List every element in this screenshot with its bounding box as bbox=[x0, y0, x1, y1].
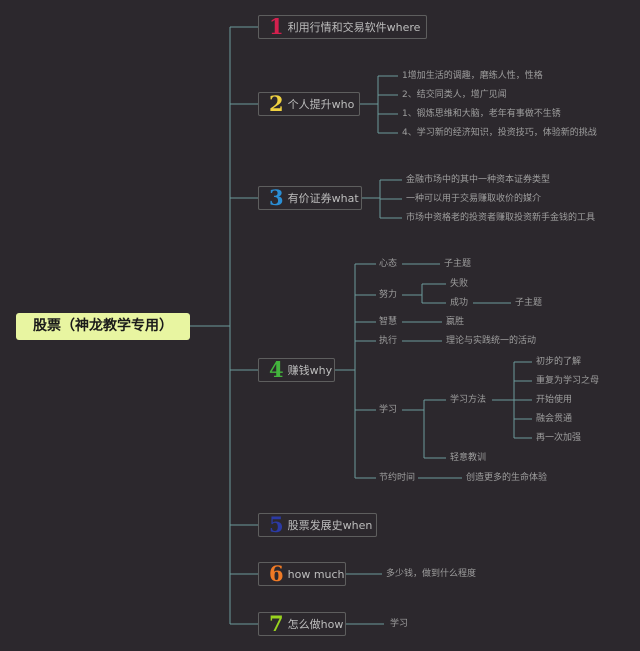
branch-label: 有价证券what bbox=[287, 192, 359, 205]
method-step[interactable]: 初步的了解 bbox=[536, 357, 582, 367]
topic-mind-child[interactable]: 子主题 bbox=[444, 259, 472, 269]
branch-why[interactable]: 4 赚钱why bbox=[258, 358, 335, 382]
branch-label: 利用行情和交易软件where bbox=[287, 21, 421, 34]
branch-number: 6 bbox=[269, 561, 284, 586]
branch-number: 2 bbox=[269, 91, 284, 116]
branch-label: how much bbox=[287, 567, 345, 581]
branch-how[interactable]: 7 怎么做how bbox=[258, 612, 346, 636]
branch-number: 3 bbox=[269, 185, 284, 210]
topic-save-time-child[interactable]: 创造更多的生命体验 bbox=[466, 473, 548, 483]
method-step[interactable]: 融会贯通 bbox=[536, 414, 573, 424]
branch-where[interactable]: 1 利用行情和交易软件where bbox=[258, 15, 427, 39]
topic-effort-success[interactable]: 成功 bbox=[450, 298, 469, 308]
topic-action-child[interactable]: 理论与实践统一的活动 bbox=[446, 336, 537, 346]
leaf-item[interactable]: 一种可以用于交易赚取收价的媒介 bbox=[406, 194, 542, 204]
leaf-item[interactable]: 4、学习新的经济知识，投资技巧，体验新的挑战 bbox=[402, 128, 597, 138]
topic-effort[interactable]: 努力 bbox=[379, 290, 398, 300]
topic-save-time[interactable]: 节约时间 bbox=[379, 473, 416, 483]
method-step[interactable]: 再一次加强 bbox=[536, 433, 582, 443]
topic-action[interactable]: 执行 bbox=[379, 336, 398, 346]
topic-mind[interactable]: 心态 bbox=[379, 259, 398, 269]
method-step[interactable]: 重复为学习之母 bbox=[536, 376, 600, 386]
branch-number: 7 bbox=[269, 611, 284, 636]
topic-wisdom[interactable]: 智慧 bbox=[379, 317, 398, 327]
branch-label: 股票发展史when bbox=[287, 519, 373, 532]
leaf-item[interactable]: 学习 bbox=[390, 619, 409, 629]
leaf-item[interactable]: 2、结交同类人，增广见闻 bbox=[402, 90, 507, 100]
branch-label: 怎么做how bbox=[287, 618, 344, 631]
leaf-item[interactable]: 1增加生活的调趣，磨练人性，性格 bbox=[402, 71, 543, 81]
branch-label: 赚钱why bbox=[287, 364, 333, 377]
branch-number: 1 bbox=[269, 14, 284, 39]
topic-study[interactable]: 学习 bbox=[379, 405, 398, 415]
root-node[interactable]: 股票（神龙教学专用） bbox=[16, 313, 190, 340]
topic-study-lesson[interactable]: 轻意教训 bbox=[450, 453, 487, 463]
method-step[interactable]: 开始使用 bbox=[536, 395, 573, 405]
branch-what[interactable]: 3 有价证券what bbox=[258, 186, 362, 210]
topic-effort-success-child[interactable]: 子主题 bbox=[515, 298, 543, 308]
topic-study-method[interactable]: 学习方法 bbox=[450, 395, 487, 405]
leaf-item[interactable]: 多少钱，做到什么程度 bbox=[386, 569, 477, 579]
branch-when[interactable]: 5 股票发展史when bbox=[258, 513, 377, 537]
leaf-item[interactable]: 金融市场中的其中一种资本证券类型 bbox=[406, 175, 551, 185]
branch-number: 5 bbox=[269, 512, 284, 537]
branch-who[interactable]: 2 个人提升who bbox=[258, 92, 360, 116]
branch-number: 4 bbox=[269, 357, 284, 382]
topic-effort-fail[interactable]: 失败 bbox=[450, 279, 469, 289]
topic-wisdom-child[interactable]: 嬴胜 bbox=[446, 317, 465, 327]
branch-how-much[interactable]: 6 how much bbox=[258, 562, 346, 586]
leaf-item[interactable]: 市场中资格老的投资者赚取投资新手金钱的工具 bbox=[406, 213, 596, 223]
branch-label: 个人提升who bbox=[287, 98, 355, 111]
leaf-item[interactable]: 1、锻炼思维和大脑，老年有事做不生锈 bbox=[402, 109, 561, 119]
